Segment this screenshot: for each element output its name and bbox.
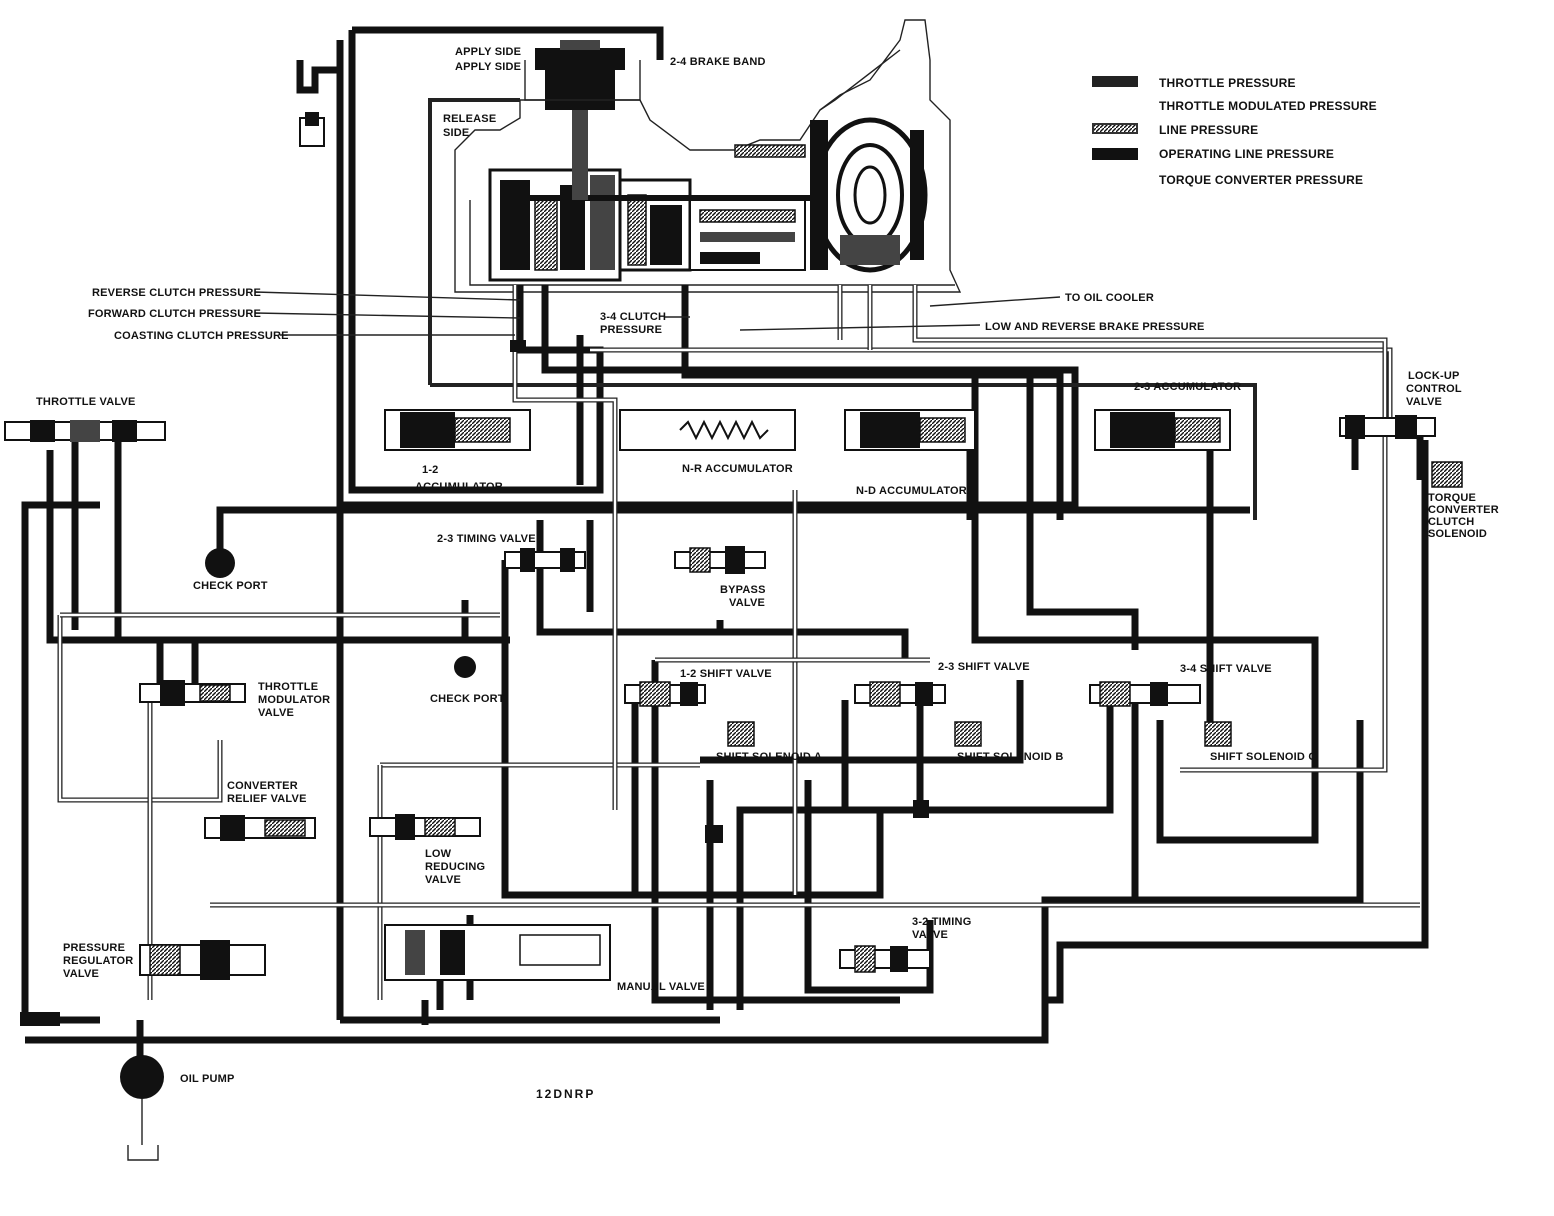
label-low-reducing-3: VALVE <box>425 874 461 886</box>
valve-components <box>4 112 1463 1161</box>
label-tcc-1: TORQUE <box>1428 492 1476 504</box>
label-3-4-clutch-pressure-1: 3-4 CLUTCH <box>600 311 666 323</box>
legend-label-throttle-modulated: THROTTLE MODULATED PRESSURE <box>1159 99 1377 113</box>
label-apply-side-1: APPLY SIDE <box>455 46 521 58</box>
label-forward-clutch-pressure: FORWARD CLUTCH PRESSURE <box>88 308 261 320</box>
label-1-2-shift-valve: 1-2 SHIFT VALVE <box>680 668 772 680</box>
diagram-code: 12DNRP <box>536 1087 595 1101</box>
label-manual-valve: MANUAL VALVE <box>617 981 705 993</box>
label-reverse-clutch-pressure: REVERSE CLUTCH PRESSURE <box>92 287 261 299</box>
label-pressure-regulator-1: PRESSURE <box>63 942 125 954</box>
transmission-cross-section <box>454 19 962 293</box>
timing-valve-2-3 <box>504 548 586 572</box>
shift-solenoid-a <box>727 721 755 747</box>
fluid-passages <box>21 26 1429 1060</box>
label-3-2-timing-1: 3-2 TIMING <box>912 916 971 928</box>
throttle-modulator-valve <box>139 680 246 706</box>
shift-solenoid-c <box>1204 721 1232 747</box>
label-converter-relief-1: CONVERTER <box>227 780 298 792</box>
label-n-d-accumulator: N-D ACCUMULATOR <box>856 485 967 497</box>
label-2-3-timing-valve: 2-3 TIMING VALVE <box>437 533 536 545</box>
label-tcc-3: CLUTCH <box>1428 516 1474 528</box>
label-lock-up-2: CONTROL <box>1406 383 1462 395</box>
oil-pump <box>120 1055 164 1099</box>
accumulator-2-3 <box>1094 409 1231 451</box>
legend: THROTTLE PRESSURE THROTTLE MODULATED PRE… <box>1092 76 1377 187</box>
shift-solenoid-b <box>954 721 982 747</box>
legend-label-torque-converter: TORQUE CONVERTER PRESSURE <box>1159 173 1363 187</box>
label-lock-up-3: VALVE <box>1406 396 1442 408</box>
label-throttle-valve: THROTTLE VALVE <box>36 396 136 408</box>
label-low-reverse-brake: LOW AND REVERSE BRAKE PRESSURE <box>985 321 1205 333</box>
label-brake-band: 2-4 BRAKE BAND <box>670 56 766 68</box>
timing-valve-3-2 <box>839 945 931 973</box>
label-3-2-timing-2: VALVE <box>912 929 948 941</box>
accumulator-n-r <box>619 409 796 451</box>
legend-label-operating: OPERATING LINE PRESSURE <box>1159 147 1334 161</box>
legend-swatch-throttle <box>1092 76 1138 87</box>
label-converter-relief-2: RELIEF VALVE <box>227 793 307 805</box>
pressure-regulator-valve <box>139 940 266 980</box>
torque-converter-clutch-solenoid <box>1431 461 1463 488</box>
bypass-valve <box>674 546 766 574</box>
label-pressure-regulator-2: REGULATOR <box>63 955 133 967</box>
label-shift-solenoid-a: SHIFT SOLENOID A <box>716 751 822 763</box>
label-n-r-accumulator: N-R ACCUMULATOR <box>682 463 793 475</box>
label-bypass-1: BYPASS <box>720 584 766 596</box>
converter-relief-valve <box>204 815 316 841</box>
label-2-3-accumulator: 2-3 ACCUMULATOR <box>1134 381 1241 393</box>
label-pressure-regulator-3: VALVE <box>63 968 99 980</box>
oil-pump-strainer <box>127 1099 159 1161</box>
label-3-4-shift-valve: 3-4 SHIFT VALVE <box>1180 663 1272 675</box>
accumulator-1-2 <box>384 409 531 451</box>
label-throttle-modulator-1: THROTTLE <box>258 681 318 693</box>
shift-valve-2-3 <box>854 681 946 707</box>
label-throttle-modulator-3: VALVE <box>258 707 294 719</box>
accumulator-n-d <box>844 409 976 451</box>
label-check-port-1: CHECK PORT <box>193 580 268 592</box>
lock-up-control-valve <box>1339 415 1436 439</box>
label-bypass-2: VALVE <box>729 597 765 609</box>
label-low-reducing-1: LOW <box>425 848 452 860</box>
label-tcc-4: SOLENOID <box>1428 528 1487 540</box>
label-oil-pump: OIL PUMP <box>180 1073 235 1085</box>
legend-swatch-operating <box>1092 148 1138 160</box>
label-low-reducing-2: REDUCING <box>425 861 485 873</box>
label-lock-up-1: LOCK-UP <box>1408 370 1460 382</box>
check-port-2 <box>454 656 476 678</box>
label-accumulator-1-2-a: 1-2 <box>422 464 439 476</box>
diagram-labels: APPLY SIDE APPLY SIDE 2-4 BRAKE BAND REL… <box>36 46 1499 1101</box>
label-check-port-2: CHECK PORT <box>430 693 505 705</box>
label-3-4-clutch-pressure-2: PRESSURE <box>600 324 662 336</box>
throttle-valve <box>4 420 166 442</box>
low-reducing-valve <box>369 814 481 840</box>
shift-valve-1-2 <box>624 681 706 707</box>
label-tcc-2: CONVERTER <box>1428 504 1499 516</box>
legend-label-throttle: THROTTLE PRESSURE <box>1159 76 1296 90</box>
label-release-side-2: SIDE <box>443 127 469 139</box>
label-accumulator-1-2-b: ACCUMULATOR <box>415 481 503 493</box>
label-coasting-clutch-pressure: COASTING CLUTCH PRESSURE <box>114 330 289 342</box>
legend-label-line: LINE PRESSURE <box>1159 123 1258 137</box>
check-port-1 <box>205 548 235 578</box>
label-apply-side-2: APPLY SIDE <box>455 61 521 73</box>
shift-valve-3-4 <box>1089 681 1201 707</box>
label-2-3-shift-valve: 2-3 SHIFT VALVE <box>938 661 1030 673</box>
manual-valve <box>384 924 611 981</box>
label-release-side-1: RELEASE <box>443 113 496 125</box>
label-to-oil-cooler: TO OIL COOLER <box>1065 292 1154 304</box>
label-shift-solenoid-b: SHIFT SOLENOID B <box>957 751 1063 763</box>
label-throttle-modulator-2: MODULATOR <box>258 694 330 706</box>
label-shift-solenoid-c: SHIFT SOLENOID C <box>1210 751 1316 763</box>
